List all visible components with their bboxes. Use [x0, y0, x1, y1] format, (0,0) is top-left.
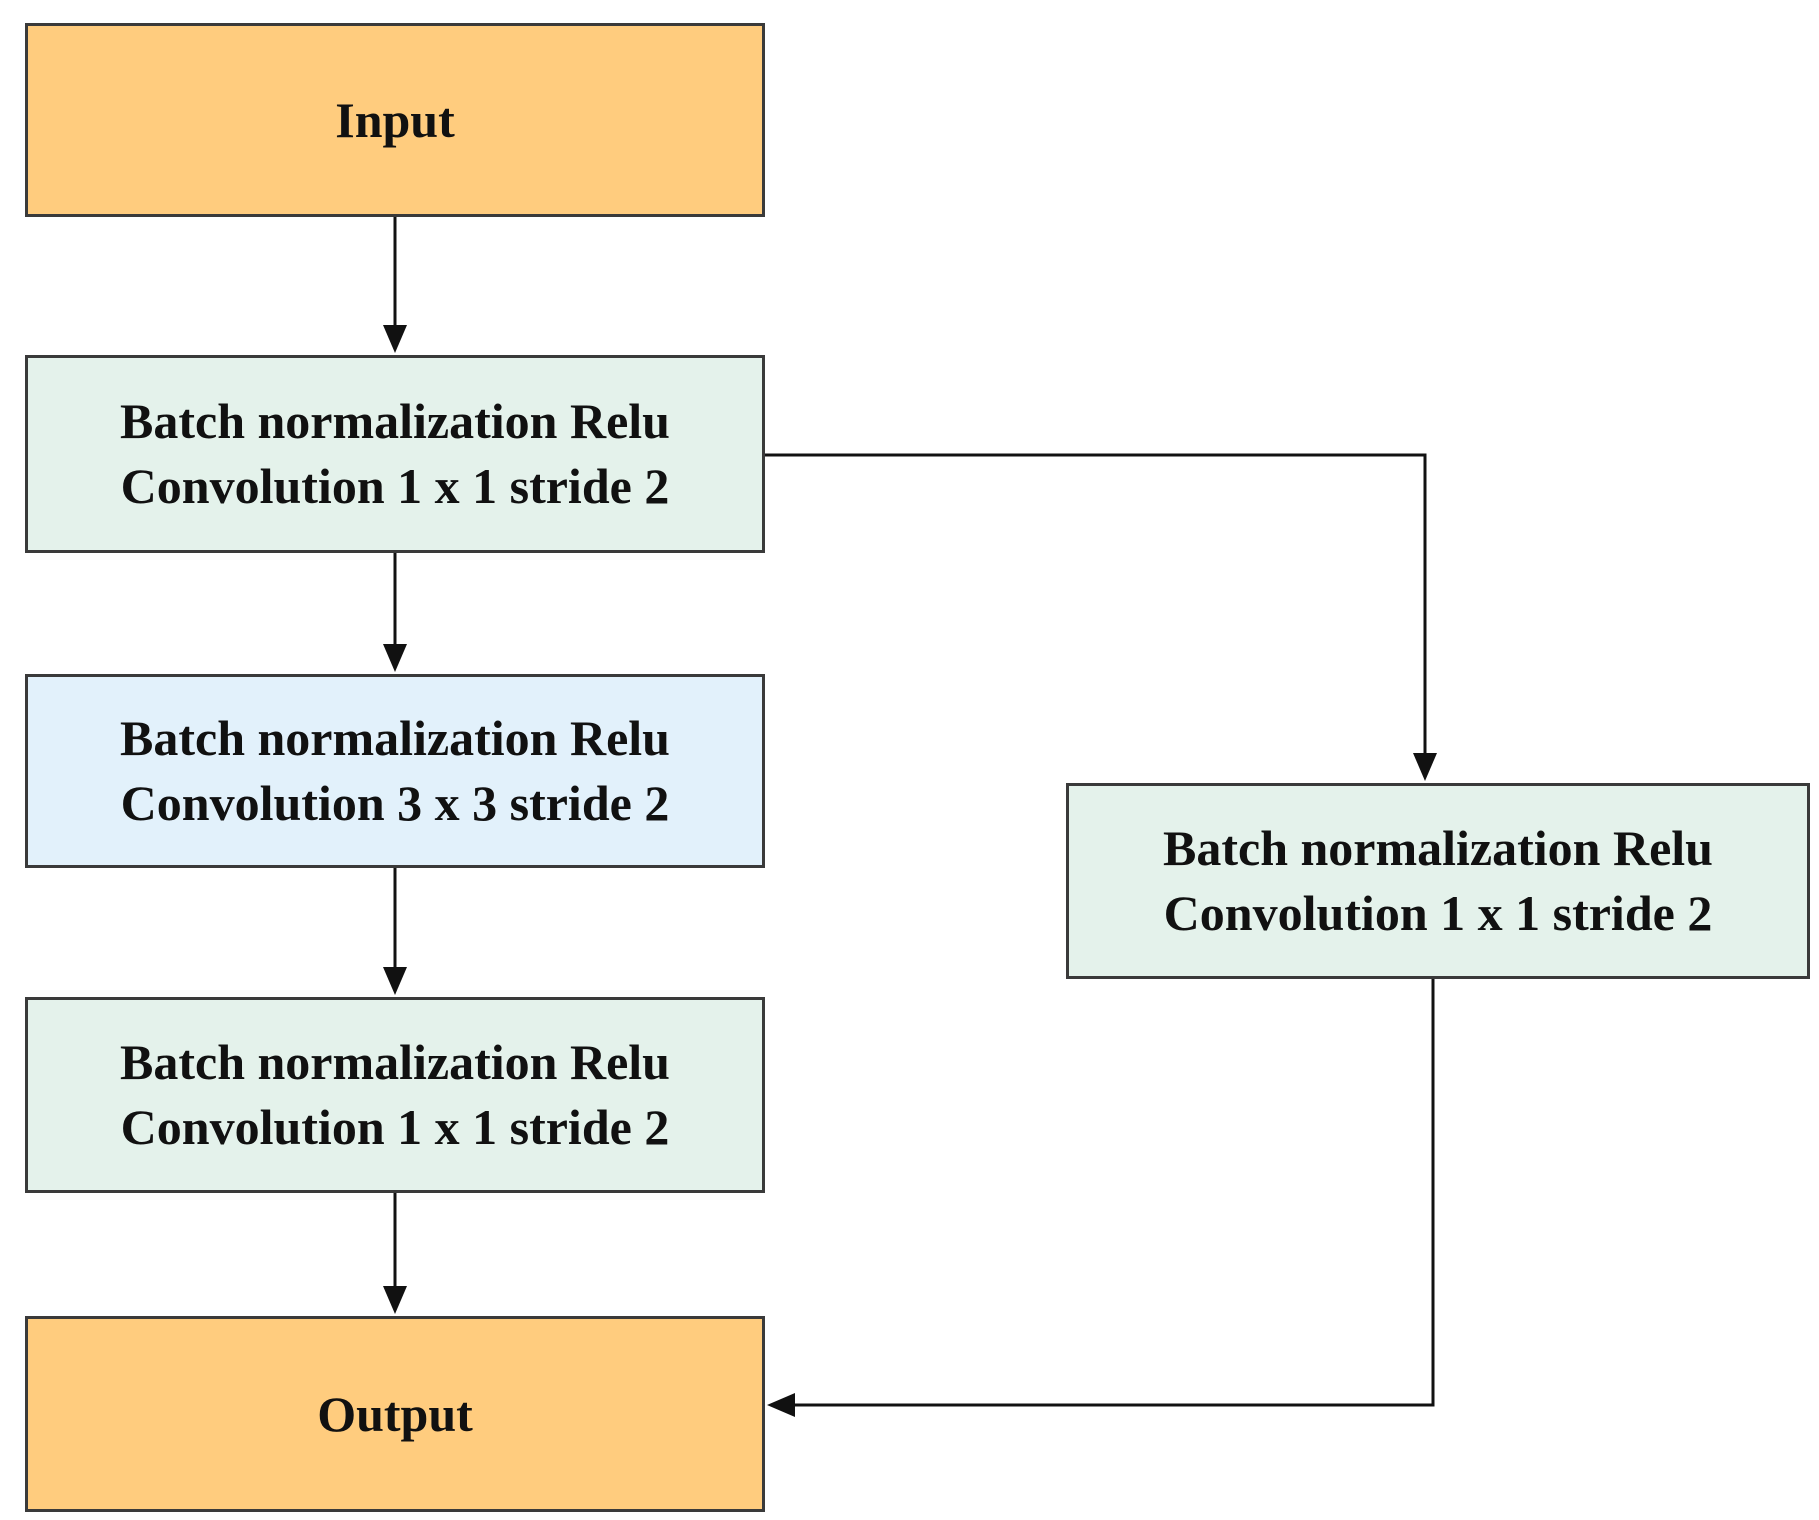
shortcut-conv1x1-node: Batch normalization Relu Convolution 1 x…: [1066, 783, 1810, 979]
shortcut-conv1x1-line1: Batch normalization Relu: [1163, 820, 1713, 876]
edge-shortcut-to-output: [775, 979, 1435, 1407]
shortcut-conv1x1-line2: Convolution 1 x 1 stride 2: [1163, 885, 1713, 941]
main-conv3x3-line2: Convolution 3 x 3 stride 2: [120, 775, 670, 831]
arrowhead-conv1x1-a-to-shortcut: [1413, 753, 1437, 781]
arrowhead-shortcut-to-output: [767, 1393, 795, 1417]
main-conv1x1-a-line2: Convolution 1 x 1 stride 2: [120, 458, 670, 514]
main-conv1x1-b-line1: Batch normalization Relu: [120, 1034, 670, 1090]
main-conv1x1-a-line1: Batch normalization Relu: [120, 393, 670, 449]
main-conv3x3-node: Batch normalization Relu Convolution 3 x…: [25, 674, 765, 868]
output-node: Output: [25, 1316, 765, 1512]
main-conv1x1-b-line2: Convolution 1 x 1 stride 2: [120, 1099, 670, 1155]
main-conv3x3-line1: Batch normalization Relu: [120, 710, 670, 766]
arrowhead-input-to-conv1x1-a: [383, 325, 407, 353]
arrowhead-conv1x1-b-to-output: [383, 1286, 407, 1314]
arrowhead-conv3x3-to-conv1x1-b: [383, 967, 407, 995]
arrowhead-conv1x1-a-to-conv3x3: [383, 644, 407, 672]
edge-conv1x1-a-to-shortcut: [765, 453, 1427, 773]
main-conv1x1-node-b: Batch normalization Relu Convolution 1 x…: [25, 997, 765, 1193]
output-label: Output: [317, 1385, 473, 1442]
main-conv1x1-node-a: Batch normalization Relu Convolution 1 x…: [25, 355, 765, 553]
input-node: Input: [25, 23, 765, 217]
input-label: Input: [335, 91, 455, 148]
